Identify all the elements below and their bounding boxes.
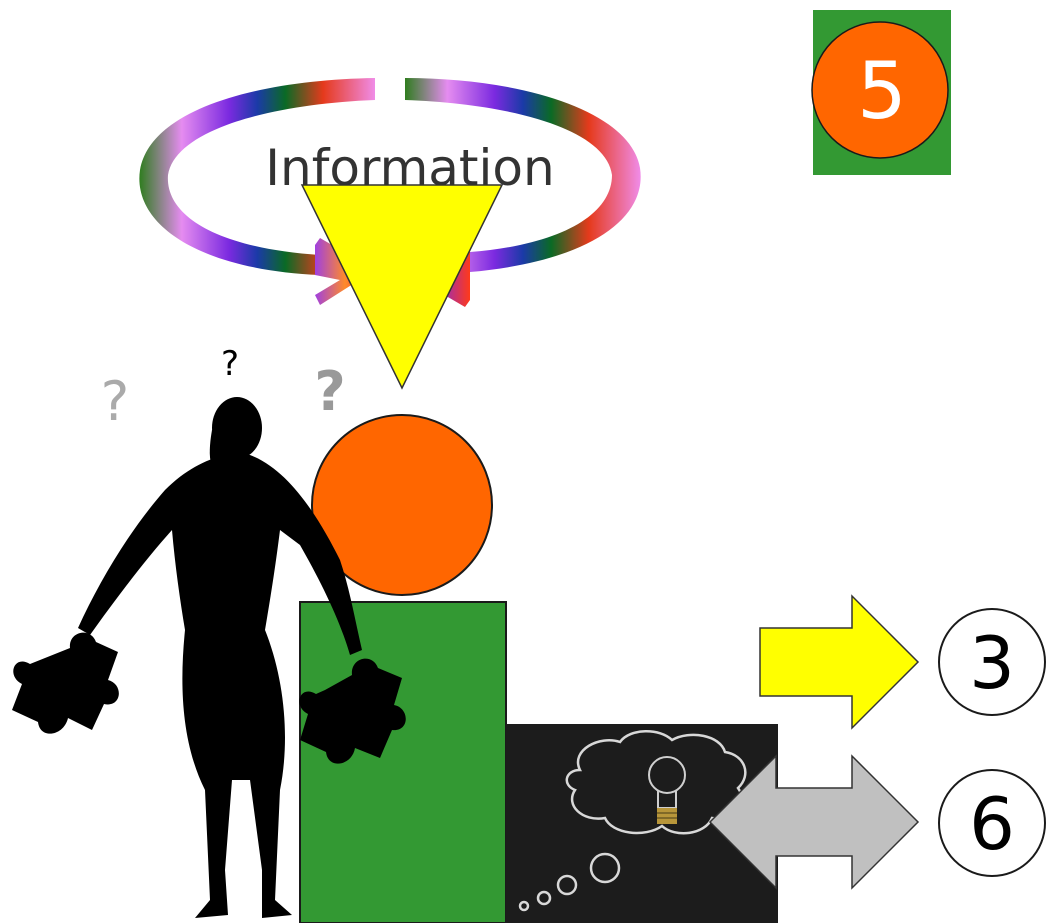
gray-double-arrow bbox=[708, 754, 920, 890]
thought-bubble-medium bbox=[556, 874, 578, 896]
question-marks: ? ? ? bbox=[101, 344, 346, 433]
yellow-right-arrow bbox=[759, 594, 920, 730]
badge-5: 5 bbox=[811, 10, 951, 175]
badge-5-circle bbox=[811, 21, 949, 159]
woman-body bbox=[78, 455, 362, 918]
puzzle-piece-left-icon bbox=[12, 632, 119, 734]
question-mark-right: ? bbox=[314, 360, 345, 423]
green-pillar bbox=[299, 601, 507, 923]
badge-6: 6 bbox=[938, 769, 1046, 877]
orange-ball bbox=[311, 414, 493, 596]
badge-5-number: 5 bbox=[857, 47, 907, 137]
badge-3-circle bbox=[938, 608, 1046, 716]
light-bulb-icon bbox=[648, 756, 686, 824]
puzzle-piece-right-icon bbox=[299, 658, 406, 764]
thought-bubble-large bbox=[589, 852, 621, 884]
cycle-ring-back bbox=[139, 78, 375, 275]
question-mark-left: ? bbox=[101, 370, 130, 433]
badge-3: 3 bbox=[938, 608, 1046, 716]
thinking-woman-silhouette bbox=[12, 397, 406, 918]
thought-bubble-small bbox=[536, 890, 552, 906]
badge-3-number: 3 bbox=[969, 621, 1015, 705]
badge-6-number: 6 bbox=[969, 782, 1015, 866]
yellow-funnel-triangle bbox=[300, 184, 504, 390]
cycle-ring-right bbox=[405, 78, 641, 272]
question-mark-middle: ? bbox=[221, 344, 239, 384]
thought-bubble-tiny bbox=[518, 900, 530, 912]
badge-6-circle bbox=[938, 769, 1046, 877]
